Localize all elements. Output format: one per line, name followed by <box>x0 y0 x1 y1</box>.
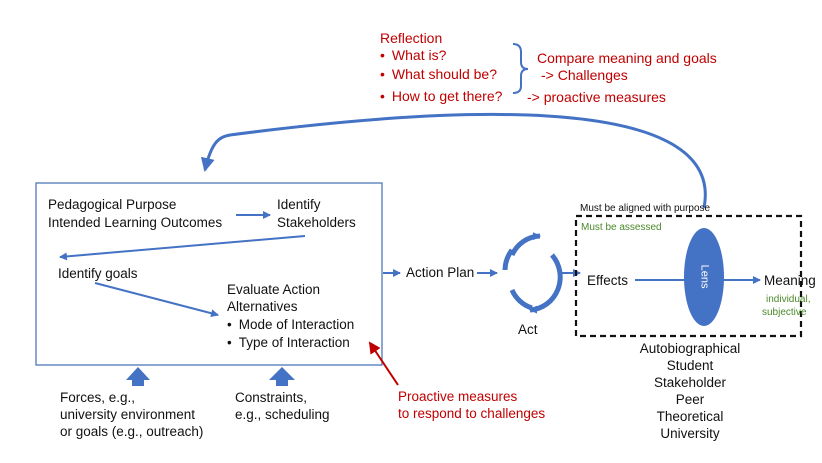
alternative-mode: Mode of Interaction <box>227 317 355 333</box>
lens-label: Lens <box>698 264 711 289</box>
assessment-box <box>574 214 803 338</box>
perspective-item: Autobiographical <box>639 341 741 356</box>
act-label: Act <box>518 322 538 337</box>
constraints-up-arrow <box>269 367 295 386</box>
proactive-note-line-1: Proactive measures <box>398 389 518 404</box>
forces-line-2: university environment <box>60 407 196 422</box>
alternative-type: Type of Interaction <box>227 335 350 351</box>
planning-box <box>35 182 383 366</box>
compare-text: Compare meaning and goals <box>537 50 717 66</box>
lens-shape <box>684 228 724 326</box>
perspective-item: Stakeholder <box>653 375 727 390</box>
challenges-text: -> Challenges <box>541 67 628 83</box>
reflection-question-3: How to get there? <box>380 88 503 105</box>
purpose-line-1: Pedagogical Purpose <box>48 197 177 212</box>
identify-goals: Identify goals <box>58 266 138 281</box>
act-cycle-icon <box>502 232 563 314</box>
proactive-measures-text: -> proactive measures <box>527 89 666 105</box>
goals-to-evaluate-arrow <box>94 282 219 318</box>
effects-label: Effects <box>587 273 629 288</box>
proactive-note-line-2: to respond to challenges <box>398 406 546 421</box>
reflection-question-1: What is? <box>380 47 446 64</box>
meaning-label: Meaning <box>764 273 816 288</box>
aligned-note: Must be aligned with purpose <box>580 203 711 214</box>
stakeholders-to-goals-arrow <box>59 235 306 261</box>
purpose-line-2: Intended Learning Outcomes <box>48 215 223 230</box>
perspectives-list: Autobiographical Student Stakeholder Pee… <box>610 340 770 442</box>
meaning-note-2: subjective <box>762 307 807 318</box>
perspective-item: University <box>660 426 720 441</box>
assessed-note: Must be assessed <box>581 222 662 233</box>
constraints-line-2: e.g., scheduling <box>235 407 330 422</box>
forces-line-1: Forces, e.g., <box>60 390 136 405</box>
forces-up-arrow <box>126 367 150 386</box>
evaluate-line-1: Evaluate Action <box>227 282 321 297</box>
perspective-item: Theoretical <box>656 409 724 424</box>
stakeholders-line-1: Identify <box>277 197 321 212</box>
proactive-arrow <box>368 341 399 386</box>
evaluate-line-2: Alternatives <box>227 299 298 314</box>
forces-line-3: or goals (e.g., outreach) <box>60 424 204 439</box>
perspective-item: Student <box>666 358 714 373</box>
reflection-question-2: What should be? <box>380 66 497 83</box>
reflection-title: Reflection <box>380 30 443 46</box>
constraints-line-1: Constraints, <box>235 390 308 405</box>
meaning-note-1: individual, <box>766 294 811 305</box>
perspective-item: Peer <box>675 392 705 407</box>
stakeholders-line-2: Stakeholders <box>277 215 356 230</box>
reflection-brace <box>512 43 529 94</box>
action-plan-label: Action Plan <box>406 265 475 280</box>
feedback-arc <box>200 112 707 209</box>
